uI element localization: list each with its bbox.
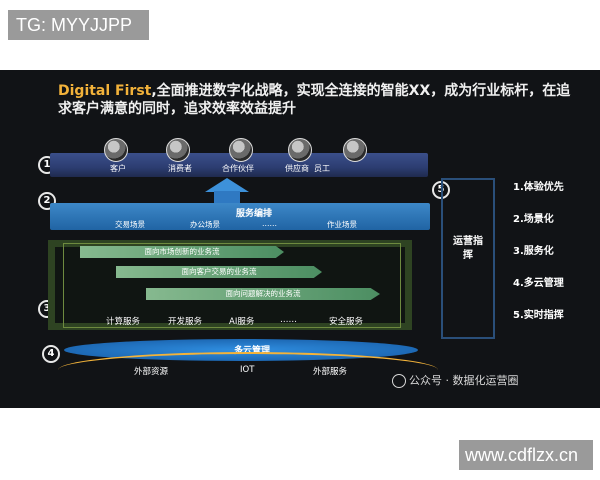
label-partner: 合作伙伴: [222, 164, 254, 173]
avatar-employee: [343, 138, 367, 162]
flow-problem-solving: 面向问题解决的业务流: [146, 288, 380, 300]
service-compute: 计算服务: [106, 317, 141, 327]
external-services: 外部服务: [313, 367, 348, 377]
up-arrow-icon: [205, 178, 249, 192]
external-resources: 外部资源: [134, 367, 169, 377]
headline: Digital First,全面推进数字化战略，实现全连接的智能XX，成为行业标…: [58, 82, 578, 118]
principles-list: 1.体验优先 2.场景化 3.服务化 4.多云管理 5.实时指挥: [513, 180, 564, 340]
service-security: 安全服务: [329, 317, 364, 327]
multicloud-title: 多云管理: [234, 346, 271, 356]
principle-1: 1.体验优先: [513, 182, 564, 193]
tg-label: TG: MYYJJPP: [8, 10, 149, 40]
wechat-icon: [392, 374, 406, 388]
avatar-consumer: [166, 138, 190, 162]
label-employee: 员工: [314, 164, 330, 173]
scenario-office: 办公场景: [190, 220, 220, 229]
iot: IOT: [240, 365, 255, 375]
headline-text: ,全面推进数字化战略，实现全连接的智能XX，成为行业标杆，在追求客户满意的同时，…: [58, 83, 571, 117]
scenario-ellipsis: ……: [262, 219, 277, 228]
scenario-transaction: 交易场景: [115, 220, 145, 229]
principle-2: 2.场景化: [513, 214, 554, 225]
avatar-supplier: [288, 138, 312, 162]
flow-customer-transaction: 面向客户交易的业务流: [116, 266, 322, 278]
label-supplier: 供应商: [285, 164, 309, 173]
watermark-text: 公众号 · 数据化运营圈: [409, 374, 519, 387]
number-2: 2: [38, 192, 56, 210]
label-consumer: 消费者: [168, 164, 192, 173]
operations-command-title: 运营指挥: [453, 236, 483, 261]
service-orchestration-title: 服务编排: [236, 209, 273, 219]
principle-3: 3.服务化: [513, 246, 554, 257]
layer-service-orchestration: [50, 203, 430, 230]
service-ellipsis: ……: [280, 315, 297, 325]
site-label: www.cdflzx.cn: [459, 440, 593, 470]
principle-5: 5.实时指挥: [513, 310, 564, 321]
operations-command-frame: [441, 178, 495, 339]
layer-business-flows-inner: [63, 243, 401, 328]
avatar-partner: [229, 138, 253, 162]
number-4: 4: [42, 345, 60, 363]
service-dev: 开发服务: [168, 317, 203, 327]
avatar-customer: [104, 138, 128, 162]
scenario-operation: 作业场景: [327, 220, 357, 229]
up-arrow-shaft: [214, 191, 240, 203]
headline-accent: Digital First: [58, 83, 152, 99]
base-arc: [58, 352, 438, 388]
slide: Digital First,全面推进数字化战略，实现全连接的智能XX，成为行业标…: [0, 70, 600, 408]
service-ai: AI服务: [229, 317, 255, 327]
principle-4: 4.多云管理: [513, 278, 564, 289]
wechat-watermark: 公众号 · 数据化运营圈: [392, 372, 519, 388]
label-customer: 客户: [110, 164, 126, 173]
flow-market-innovation: 面向市场创新的业务流: [80, 246, 284, 258]
